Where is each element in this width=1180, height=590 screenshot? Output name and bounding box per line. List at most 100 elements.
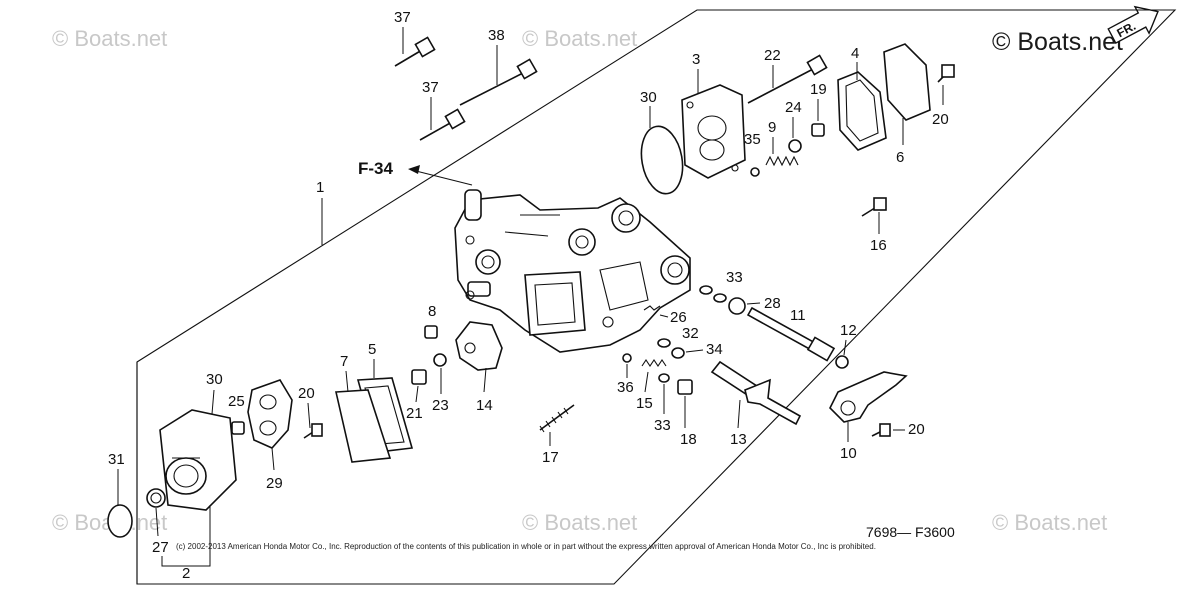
- leader-28: [746, 302, 761, 305]
- shaft-13: [710, 360, 802, 426]
- callout-12: 12: [840, 322, 857, 339]
- callout-26: 26: [670, 309, 687, 326]
- bolt-20-left: [303, 423, 323, 439]
- callout-15: 15: [636, 395, 653, 412]
- callout-37-upper: 37: [394, 9, 411, 26]
- callout-3: 3: [692, 51, 700, 68]
- leader-26: [659, 314, 669, 318]
- watermark-bottom-center: © Boats.net: [522, 510, 637, 535]
- bolt-20-top: [937, 64, 955, 83]
- ring-33-upper-b: [713, 293, 727, 303]
- watermark-top-center: © Boats.net: [522, 26, 637, 51]
- leader-2: [161, 505, 211, 567]
- callout-35: 35: [744, 131, 761, 148]
- gasket-4: [837, 71, 887, 151]
- leader-34: [685, 349, 704, 353]
- callout-32: 32: [682, 325, 699, 342]
- ball-36: [622, 353, 632, 363]
- watermark-top-left: © Boats.net: [52, 26, 167, 51]
- bolt-38: [459, 58, 538, 106]
- callout-28: 28: [764, 295, 781, 312]
- watermark-bottom-right: © Boats.net: [992, 510, 1107, 535]
- callout-24: 24: [785, 99, 802, 116]
- screw-17: [539, 404, 575, 433]
- callout-36: 36: [617, 379, 634, 396]
- callout-27: 27: [152, 539, 169, 556]
- o-ring-30-upper: [640, 125, 684, 195]
- cover-14: [455, 321, 503, 371]
- callout-29: 29: [266, 475, 283, 492]
- ball-35: [750, 167, 760, 177]
- callout-10: 10: [840, 445, 857, 462]
- callout-16: 16: [870, 237, 887, 254]
- leader-13: [737, 399, 741, 429]
- callout-25: 25: [228, 393, 245, 410]
- lever-10: [829, 371, 908, 423]
- brand-watermark: © Boats.net: [992, 28, 1123, 56]
- callout-30-lower: 30: [206, 371, 223, 388]
- cover-plate-3: [681, 84, 746, 179]
- callout-34: 34: [706, 341, 723, 358]
- callout-9: 9: [768, 119, 776, 136]
- leader-12: [843, 339, 847, 356]
- callout-2: 2: [182, 565, 190, 582]
- callout-20-left: 20: [298, 385, 315, 402]
- plug-18: [677, 379, 693, 395]
- leader-27: [155, 507, 159, 537]
- leader-30-lower: [211, 389, 215, 415]
- callout-38: 38: [488, 27, 505, 44]
- reference-leader: [411, 169, 473, 186]
- ring-33-lower: [658, 373, 670, 383]
- washer-23: [433, 353, 447, 367]
- seal-27: [146, 488, 166, 508]
- bolt-16: [861, 197, 887, 217]
- callout-23: 23: [432, 397, 449, 414]
- callout-13: 13: [730, 431, 747, 448]
- leader-7: [345, 370, 349, 393]
- housing-cover-2: [159, 409, 237, 511]
- bolt-20-right: [871, 423, 891, 437]
- callout-33-lower: 33: [654, 417, 671, 434]
- leader-20-left: [307, 402, 311, 429]
- plug-8: [424, 325, 438, 339]
- reference-label: F-34: [358, 159, 394, 178]
- callout-5: 5: [368, 341, 376, 358]
- spring-15: [641, 359, 667, 367]
- callout-4: 4: [851, 45, 859, 62]
- callout-17: 17: [542, 449, 559, 466]
- plug-25: [231, 421, 245, 435]
- callout-22: 22: [764, 47, 781, 64]
- leader-21: [415, 385, 419, 403]
- plug-19: [811, 123, 825, 137]
- callout-37-lower: 37: [422, 79, 439, 96]
- callout-31: 31: [108, 451, 125, 468]
- callout-30-upper: 30: [640, 89, 657, 106]
- spring-9: [765, 155, 799, 167]
- leader-14: [483, 367, 487, 393]
- copyright-notice: (c) 2002-2013 American Honda Motor Co., …: [176, 542, 876, 551]
- bolt-22: [747, 54, 828, 104]
- main-body-housing: [454, 189, 691, 353]
- washer-24: [788, 139, 802, 153]
- ring-33-upper: [699, 285, 713, 295]
- gasket-29: [247, 379, 293, 449]
- ring-34: [671, 347, 685, 359]
- callout-33-upper: 33: [726, 269, 743, 286]
- callout-7: 7: [340, 353, 348, 370]
- ring-32: [657, 338, 671, 348]
- washer-12: [835, 355, 849, 369]
- cover-7: [335, 389, 392, 463]
- cover-6: [883, 43, 931, 121]
- pin-26: [643, 305, 661, 311]
- seal-28: [728, 297, 746, 315]
- diagram-code: 7698— F3600: [866, 524, 955, 540]
- leader-29: [271, 447, 275, 471]
- leader-15: [644, 371, 649, 393]
- callout-6: 6: [896, 149, 904, 166]
- bolt-37-lower: [419, 108, 466, 141]
- callout-14: 14: [476, 397, 493, 414]
- bolt-37-upper: [394, 36, 436, 67]
- callout-19: 19: [810, 81, 827, 98]
- reference-arrow-icon: [408, 165, 420, 174]
